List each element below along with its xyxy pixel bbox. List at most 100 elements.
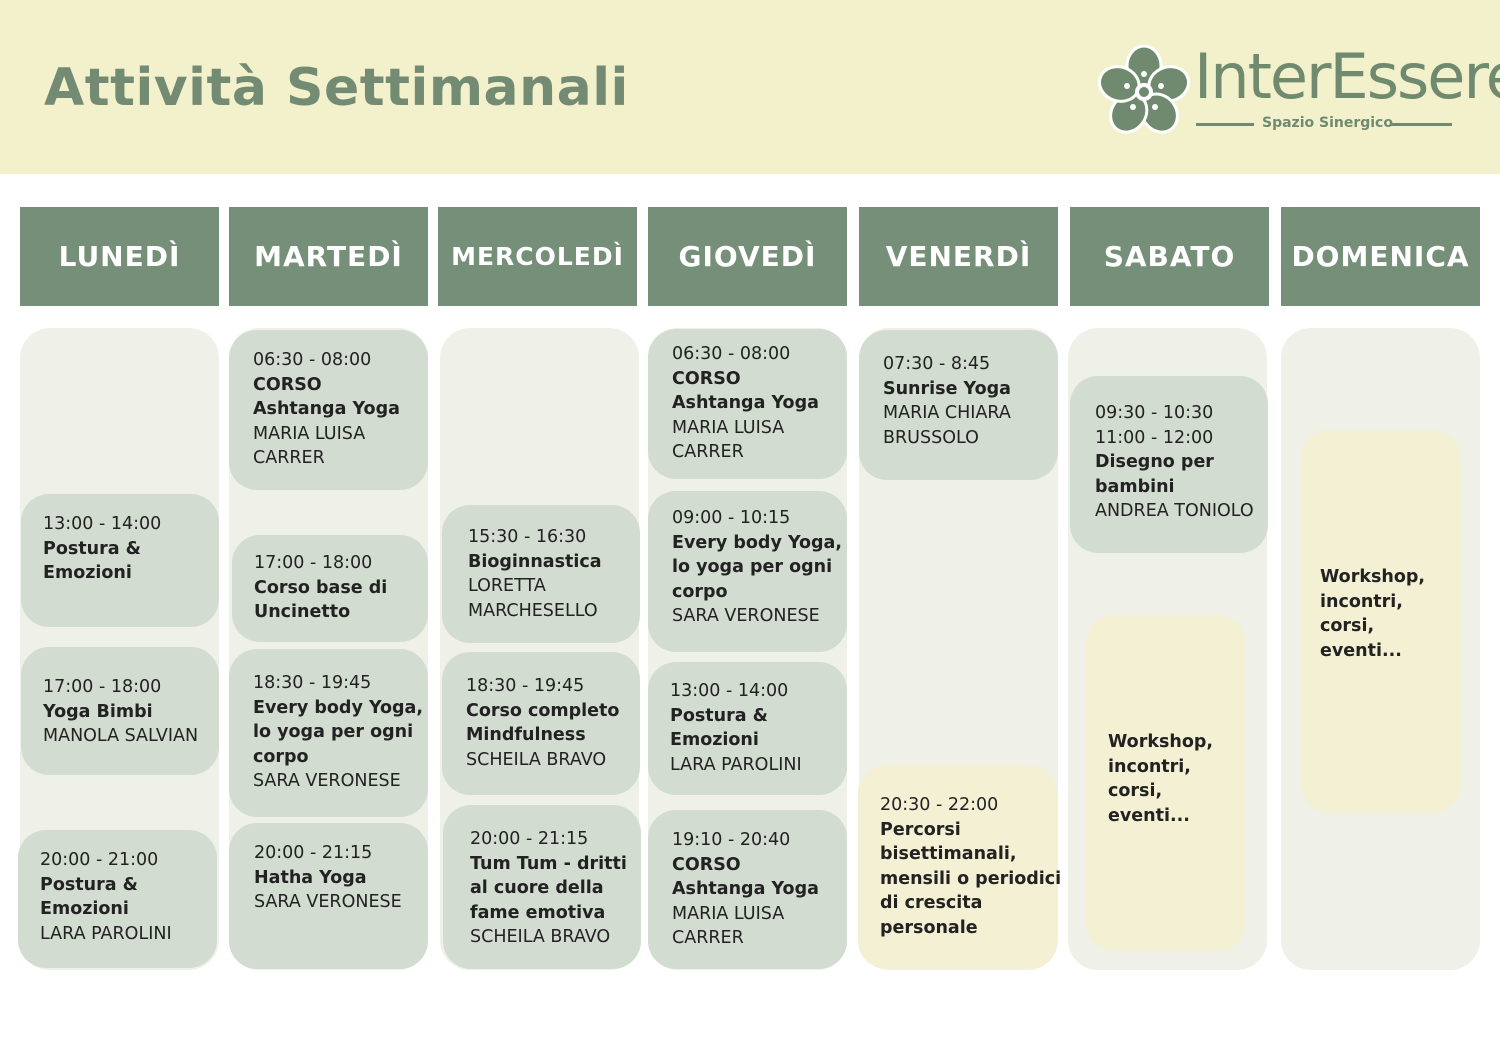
logo-divider-right	[1390, 123, 1452, 126]
activity-card: 09:30 - 10:30 11:00 - 12:00 Disegno per …	[1070, 376, 1268, 553]
card-activity-name: eventi...	[1108, 805, 1190, 826]
card-activity-name: incontri,	[1108, 756, 1191, 777]
card-time: 20:30 - 22:00	[880, 795, 999, 815]
activity-card: 06:30 - 08:00 CORSO Ashtanga Yoga MARIA …	[648, 329, 847, 479]
card-teacher: SARA VERONESE	[672, 606, 820, 626]
card-activity-name: Uncinetto	[254, 602, 351, 622]
card-activity-name: eventi...	[1320, 640, 1402, 661]
card-time: 13:00 - 14:00	[670, 681, 789, 701]
card-activity-name: Sunrise Yoga	[883, 378, 1011, 399]
page-title: Attività Settimanali	[44, 58, 629, 118]
card-activity-name: Workshop,	[1320, 567, 1426, 587]
activity-card: 17:00 - 18:00 Corso base di Uncinetto	[232, 535, 428, 642]
activity-card: 18:30 - 19:45 Every body Yoga, lo yoga p…	[229, 649, 428, 817]
card-activity-name: Ashtanga Yoga	[672, 393, 819, 413]
card-time: 19:10 - 20:40	[672, 830, 791, 850]
day-header-saturday: SABATO	[1070, 207, 1269, 306]
events-card: Workshop, incontri, corsi, eventi...	[1086, 615, 1246, 951]
card-time: 18:30 - 19:45	[253, 673, 372, 693]
activity-card: 13:00 - 14:00 Postura & Emozioni LARA PA…	[648, 662, 847, 795]
activity-card: 20:30 - 22:00 Percorsi bisettimanali, me…	[858, 765, 1062, 969]
activity-card: 18:30 - 19:45 Corso completo Mindfulness…	[442, 652, 640, 795]
card-time: 17:00 - 18:00	[43, 677, 162, 697]
card-activity-name: Emozioni	[670, 730, 759, 750]
card-activity-name: bambini	[1095, 476, 1175, 497]
card-activity-name: Disegno per	[1095, 452, 1214, 472]
card-activity-name: Ashtanga Yoga	[253, 399, 400, 419]
activity-card: 20:00 - 21:15 Hatha Yoga SARA VERONESE	[229, 823, 428, 969]
card-time: 13:00 - 14:00	[43, 514, 162, 534]
card-teacher: SCHEILA BRAVO	[466, 749, 607, 770]
day-header-monday: LUNEDÌ	[20, 207, 219, 306]
day-header-wednesday: MERCOLEDÌ	[438, 207, 637, 306]
card-activity-name: Hatha Yoga	[254, 867, 367, 888]
card-time: 20:00 - 21:00	[40, 850, 159, 870]
card-teacher: MANOLA SALVIAN	[43, 726, 199, 746]
card-teacher: CARRER	[672, 928, 744, 948]
card-activity-name: Percorsi	[880, 819, 961, 840]
header-banner: Attività Settimanali InterEssere Spazio …	[0, 0, 1500, 174]
card-activity-name: mensili o periodici	[880, 868, 1062, 889]
card-activity-name: CORSO	[672, 368, 741, 389]
card-teacher: SARA VERONESE	[253, 771, 401, 791]
card-time: 09:00 - 10:15	[672, 508, 791, 528]
card-activity-name: fame emotiva	[470, 902, 606, 923]
logo-divider-left	[1196, 123, 1254, 126]
card-time: 20:00 - 21:15	[254, 843, 373, 863]
card-activity-name: bisettimanali,	[880, 844, 1017, 864]
card-teacher: CARRER	[672, 442, 744, 462]
card-activity-name: Tum Tum - dritti	[470, 853, 627, 874]
card-activity-name: Workshop,	[1108, 732, 1214, 752]
card-teacher: MARIA LUISA	[672, 903, 785, 924]
card-activity-name: personale	[880, 917, 978, 938]
activity-card: 09:00 - 10:15 Every body Yoga, lo yoga p…	[648, 491, 847, 652]
card-teacher: LORETTA	[468, 576, 546, 596]
card-time: 09:30 - 10:30	[1095, 403, 1214, 423]
logo-subtitle: Spazio Sinergico	[1262, 115, 1393, 131]
card-teacher: SCHEILA BRAVO	[470, 927, 611, 947]
activity-card: 06:30 - 08:00 CORSO Ashtanga Yoga MARIA …	[229, 330, 428, 490]
card-activity-name: al cuore della	[470, 878, 604, 898]
activity-card: 17:00 - 18:00 Yoga Bimbi MANOLA SALVIAN	[21, 647, 219, 775]
card-activity-name: Ashtanga Yoga	[672, 879, 819, 899]
logo-name: InterEssere	[1194, 40, 1500, 113]
activity-card: 15:30 - 16:30 Bioginnastica LORETTA MARC…	[442, 505, 640, 643]
card-time: 17:00 - 18:00	[254, 553, 373, 573]
card-activity-name: corpo	[253, 746, 309, 767]
card-activity-name: corsi,	[1108, 781, 1163, 801]
activity-card: 20:00 - 21:00 Postura & Emozioni LARA PA…	[18, 830, 217, 968]
day-header-friday: VENERDÌ	[859, 207, 1058, 306]
card-activity-name: Bioginnastica	[468, 551, 602, 572]
card-activity-name: Postura &	[43, 538, 141, 559]
card-activity-name: incontri,	[1320, 591, 1403, 612]
card-time: 18:30 - 19:45	[466, 676, 585, 696]
card-activity-name: Corso completo	[466, 700, 620, 721]
card-time: 06:30 - 08:00	[253, 350, 372, 370]
card-activity-name: Emozioni	[40, 899, 129, 919]
day-header-tuesday: MARTEDÌ	[229, 207, 428, 306]
card-activity-name: Corso base di	[254, 577, 388, 598]
card-time: 11:00 - 12:00	[1095, 427, 1214, 448]
activity-card: 20:00 - 21:15 Tum Tum - dritti al cuore …	[443, 805, 641, 969]
card-time: 20:00 - 21:15	[470, 829, 589, 849]
card-activity-name: CORSO	[672, 854, 741, 875]
card-time: 06:30 - 08:00	[672, 344, 791, 364]
card-teacher: LARA PAROLINI	[40, 923, 172, 944]
card-teacher: MARIA LUISA	[253, 423, 366, 444]
card-teacher: LARA PAROLINI	[670, 754, 802, 775]
card-activity-name: Mindfulness	[466, 725, 586, 745]
card-teacher: MARIA LUISA	[672, 417, 785, 438]
card-time: 07:30 - 8:45	[883, 354, 991, 374]
card-teacher: BRUSSOLO	[883, 427, 979, 448]
card-activity-name: Every body Yoga,	[253, 697, 424, 718]
card-activity-name: Yoga Bimbi	[43, 701, 153, 722]
activity-card: 07:30 - 8:45 Sunrise Yoga MARIA CHIARA B…	[859, 330, 1058, 480]
card-activity-name: corsi,	[1320, 616, 1375, 636]
card-teacher: ANDREA TONIOLO	[1095, 501, 1254, 521]
activity-card: 13:00 - 14:00 Postura & Emozioni	[21, 494, 219, 627]
card-activity-name: CORSO	[253, 374, 322, 395]
card-activity-name: lo yoga per ogni	[253, 722, 414, 742]
card-time: 15:30 - 16:30	[468, 527, 587, 547]
card-teacher: SARA VERONESE	[254, 892, 402, 912]
card-teacher: CARRER	[253, 448, 325, 468]
